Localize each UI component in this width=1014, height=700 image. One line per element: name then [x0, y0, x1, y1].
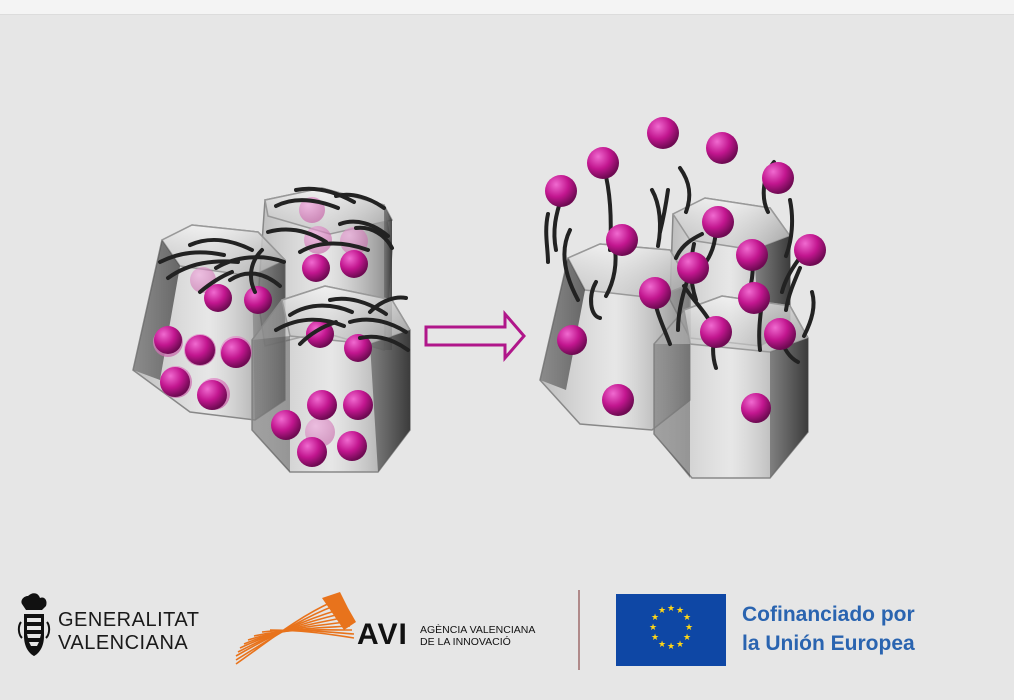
nanoparticle-release-diagram	[132, 117, 826, 479]
logo-divider	[578, 590, 580, 670]
generalitat-line1: GENERALITAT	[58, 609, 200, 631]
avi-subtitle: AGÈNCIA VALENCIANA DE LA INNOVACIÓ	[420, 624, 535, 648]
svg-text:★: ★	[683, 613, 691, 623]
avi-swoosh-tip	[322, 592, 356, 630]
generalitat-crest-icon	[17, 593, 51, 656]
svg-text:★: ★	[667, 604, 675, 614]
svg-text:★: ★	[658, 640, 666, 650]
generalitat-wordmark: GENERALITAT VALENCIANA	[58, 609, 199, 655]
svg-text:★: ★	[683, 633, 691, 643]
top-bar	[0, 0, 1014, 15]
eu-cofinancing-text: Cofinanciado por la Unión Europea	[742, 600, 915, 658]
right-arrow-icon	[424, 309, 526, 363]
svg-text:★: ★	[676, 606, 684, 616]
eu-text-line1: Cofinanciado por	[742, 603, 915, 626]
svg-text:★: ★	[649, 623, 657, 633]
eu-stars-icon: ★ ★ ★ ★ ★ ★ ★ ★ ★ ★ ★ ★	[649, 604, 693, 652]
footer-logos: ★ ★ ★ ★ ★ ★ ★ ★ ★ ★ ★ ★ GENERALITAT VALE…	[0, 560, 1014, 700]
svg-text:★: ★	[685, 623, 693, 633]
uncapped-pore-cluster	[539, 117, 826, 479]
svg-text:★: ★	[667, 642, 675, 652]
generalitat-line2: VALENCIANA	[58, 632, 189, 654]
avi-swoosh-icon	[235, 601, 355, 665]
avi-acronym: AVI	[357, 618, 408, 651]
svg-text:★: ★	[651, 633, 659, 643]
svg-text:★: ★	[651, 613, 659, 623]
capped-pore-cluster	[132, 186, 412, 473]
eu-text-line2: la Unión Europea	[742, 632, 915, 655]
avi-subtitle-line1: AGÈNCIA VALENCIANA	[420, 624, 536, 636]
svg-text:★: ★	[658, 606, 666, 616]
eu-flag	[616, 594, 726, 666]
svg-text:★: ★	[676, 640, 684, 650]
logo-graphics: ★ ★ ★ ★ ★ ★ ★ ★ ★ ★ ★ ★	[17, 592, 693, 665]
avi-subtitle-line2: DE LA INNOVACIÓ	[420, 636, 511, 648]
